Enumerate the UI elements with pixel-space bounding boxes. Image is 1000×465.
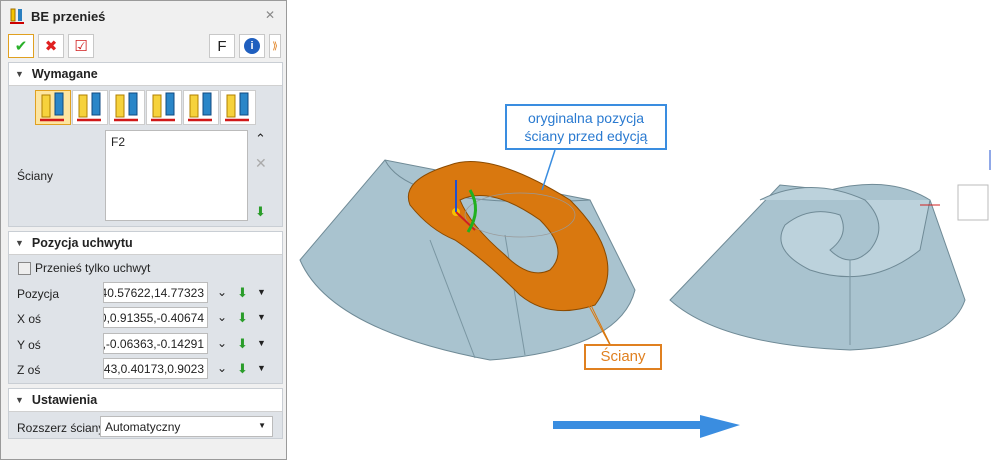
expand-icon[interactable]: ⌄ — [217, 336, 228, 350]
faces-list-item[interactable]: F2 — [111, 135, 126, 149]
handle-section: ▼ Pozycja uchwytu — [8, 231, 283, 384]
collapse-icon: ▼ — [15, 238, 24, 248]
3d-viewport[interactable] — [290, 0, 1000, 465]
pick-icon[interactable]: ⬇ — [237, 336, 248, 351]
pick-icon[interactable]: ⬇ — [237, 361, 248, 376]
move-handle-only-checkbox[interactable] — [18, 262, 31, 275]
move-face-panel: BE przenieś ✕ ✔ ✖ ☑ F i ⟫ ▼ Wymagane Ścia… — [0, 0, 287, 460]
info-button[interactable]: i — [239, 34, 265, 58]
remove-icon[interactable]: ✕ — [255, 155, 267, 171]
y-axis-field[interactable]: 9,-0.06363,-0.14291 — [103, 333, 208, 354]
original-position-callout: oryginalna pozycja ściany przed edycją — [505, 104, 667, 150]
extend-faces-label: Rozszerz ściany — [17, 421, 105, 435]
y-axis-label: Y oś — [17, 338, 41, 352]
pick-icon[interactable]: ⬇ — [237, 310, 248, 325]
pick-icon[interactable]: ⬇ — [237, 285, 248, 300]
expand-icon[interactable]: ⌄ — [217, 285, 228, 299]
x-axis-field[interactable]: 0,0.91355,-0.40674 — [103, 307, 208, 328]
direction-arrow-head — [700, 415, 740, 438]
ok-button[interactable]: ✔ — [8, 34, 34, 58]
faces-list[interactable]: F2 — [105, 130, 248, 221]
position-field[interactable]: 4,40.57622,14.77323 — [103, 282, 208, 303]
cancel-button[interactable]: ✖ — [38, 34, 64, 58]
required-title: Wymagane — [31, 67, 98, 81]
faces-leader — [574, 279, 613, 349]
f-button[interactable]: F — [209, 34, 235, 58]
chevron-down-icon: ▼ — [258, 421, 266, 430]
x-axis-label: X oś — [17, 312, 42, 326]
callout-leader — [541, 149, 556, 191]
z-axis-field[interactable]: 5643,0.40173,0.9023 — [103, 358, 208, 379]
faces-callout: Ściany — [584, 344, 662, 370]
model-before — [299, 159, 636, 361]
move-face-icon — [9, 7, 25, 25]
dropdown-arrow-icon[interactable]: ▼ — [257, 312, 266, 322]
move-handle-only-label: Przenieś tylko uchwyt — [35, 261, 151, 275]
info-icon: i — [244, 38, 260, 54]
more-button[interactable]: ⟫ — [269, 34, 281, 58]
direction-arrow-shaft — [553, 421, 703, 429]
handle-title: Pozycja uchwytu — [31, 236, 133, 250]
close-icon[interactable]: ✕ — [265, 8, 276, 22]
move-up-icon[interactable]: ⌃ — [255, 131, 266, 146]
dropdown-arrow-icon[interactable]: ▼ — [257, 338, 266, 348]
required-header[interactable]: ▼ Wymagane — [9, 63, 282, 86]
apply-button[interactable]: ☑ — [68, 34, 94, 58]
expand-icon[interactable]: ⌄ — [217, 310, 228, 324]
z-axis-label: Z oś — [17, 363, 41, 377]
move-mode-icons — [40, 91, 251, 122]
expand-icon[interactable]: ⌄ — [217, 361, 228, 375]
collapse-icon: ▼ — [15, 395, 24, 405]
extend-faces-select[interactable]: Automatyczny ▼ — [100, 416, 273, 437]
handle-header[interactable]: ▼ Pozycja uchwytu — [9, 232, 282, 255]
dropdown-arrow-icon[interactable]: ▼ — [257, 287, 266, 297]
settings-title: Ustawienia — [31, 393, 98, 407]
settings-header[interactable]: ▼ Ustawienia — [9, 389, 282, 412]
panel-title: BE przenieś — [31, 9, 106, 24]
dropdown-arrow-icon[interactable]: ▼ — [257, 363, 266, 373]
faces-label: Ściany — [17, 169, 54, 183]
pick-icon[interactable]: ⬇ — [255, 204, 266, 219]
extend-faces-value: Automatyczny — [105, 420, 181, 434]
collapse-icon: ▼ — [15, 69, 24, 79]
position-label: Pozycja — [17, 287, 60, 301]
model-after — [669, 183, 966, 351]
view-cube[interactable] — [920, 150, 991, 221]
